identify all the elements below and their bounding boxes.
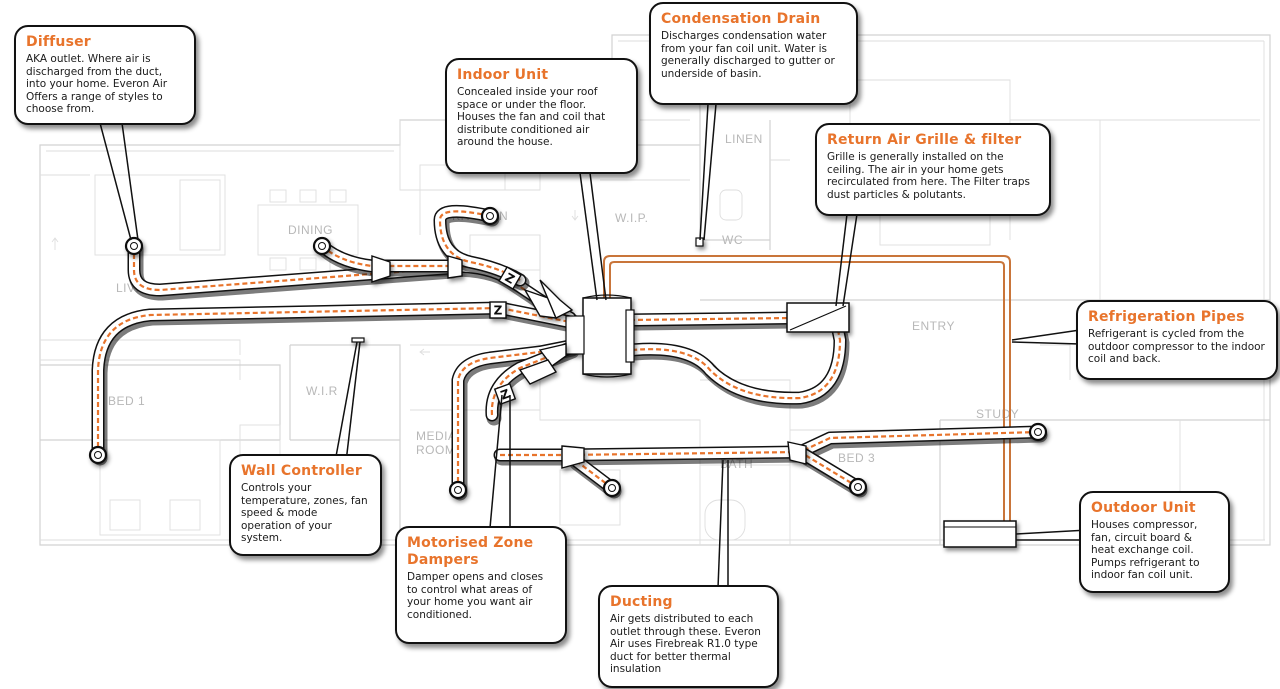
callout-wall-controller: Wall Controller Controls your temperatur… (229, 454, 382, 556)
duct-centerline (631, 329, 842, 400)
diffuser-outlet-core (454, 486, 462, 494)
diffusers (88, 206, 1048, 500)
room-label-wip: W.I.P. (615, 211, 648, 225)
callout-condensation-drain: Condensation Drain Discharges condensati… (649, 2, 858, 105)
diffuser-outlet (448, 480, 468, 500)
diffuser-outlet (848, 477, 868, 497)
callout-title: Diffuser (26, 34, 91, 50)
diffuser-outlet-core (318, 242, 326, 250)
duct-centerline (438, 210, 521, 281)
callout-ducting: Ducting Air gets distributed to each out… (598, 585, 779, 688)
callout-indoor-unit: Indoor Unit Concealed inside your roof s… (445, 58, 638, 174)
zone-dampers: ZZZ (489, 266, 522, 406)
callout-body: Houses compressor, fan, circuit board & … (1091, 519, 1200, 582)
callout-body: Controls your temperature, zones, fan sp… (241, 482, 368, 545)
room-label-media-room: ROOM (416, 443, 455, 457)
duct-collars (371, 255, 807, 469)
diffuser-outlet (312, 236, 332, 256)
diffuser-outlet-core (486, 212, 494, 220)
duct-collar (561, 445, 585, 469)
diffuser-outlet (88, 445, 108, 465)
leader-lines (99, 103, 1089, 589)
callout-title: Return Air Grille & filter (827, 132, 1022, 148)
indoor-unit (565, 294, 635, 378)
callout-body: Grille is generally installed on the cei… (827, 151, 1031, 201)
duct-centerline (132, 246, 451, 292)
room-label-linen: LINEN (725, 132, 763, 146)
duct-centerline (490, 346, 571, 416)
wall-controller (351, 337, 365, 343)
zone-damper: Z (493, 382, 517, 406)
callout-title: Ducting (610, 594, 673, 610)
room-label-media: MEDIA (416, 429, 457, 443)
callout-title: Condensation Drain (661, 11, 821, 27)
callout-title: Outdoor Unit (1091, 500, 1196, 516)
zone-damper: Z (498, 266, 522, 290)
room-label-wir: W.I.R (306, 384, 338, 398)
diffuser-outlet (124, 236, 144, 256)
duct-centerline (799, 430, 1039, 453)
duct-collar (518, 359, 558, 385)
duct-collar (787, 441, 807, 465)
diffuser-outlet-core (608, 484, 616, 492)
diffuser-outlet-core (854, 483, 862, 491)
callout-title: Refrigeration Pipes (1088, 309, 1245, 325)
callout-title: Wall Controller (241, 463, 362, 479)
zone-damper-letter: Z (494, 304, 503, 318)
callout-body: AKA outlet. Where air is discharged from… (26, 53, 168, 116)
refrigeration-pipes (603, 255, 1011, 522)
outdoor-unit (943, 520, 1017, 548)
room-label-study: STUDY (976, 407, 1019, 421)
room-label-entry: ENTRY (912, 319, 955, 333)
callout-body: Discharges condensation water from your … (661, 30, 835, 80)
duct-centerline (456, 344, 571, 490)
diffuser-outlet-core (1034, 428, 1042, 436)
room-label-wc: WC (722, 233, 743, 247)
room-label-bed1: BED 1 (108, 394, 145, 408)
diffuser-outlet (1028, 422, 1048, 442)
callout-body: Refrigerant is cycled from the outdoor c… (1088, 328, 1265, 366)
callout-refrigeration-pipes: Refrigeration Pipes Refrigerant is cycle… (1076, 300, 1278, 380)
callout-body: Concealed inside your roof space or unde… (457, 86, 606, 149)
room-label-dining: DINING (288, 223, 333, 237)
callout-diffuser: Diffuser AKA outlet. Where air is discha… (14, 25, 196, 125)
diffuser-outlet (480, 206, 500, 226)
callout-body: Damper opens and closes to control what … (407, 571, 544, 621)
callout-title: Indoor Unit (457, 67, 549, 83)
zone-damper-body (498, 266, 522, 290)
duct-centerline (629, 316, 791, 322)
room-label-bed3: BED 3 (838, 451, 875, 465)
duct-centerline (96, 306, 571, 455)
callout-body: Air gets distributed to each outlet thro… (610, 613, 761, 676)
duct-collar (447, 255, 463, 279)
diffuser-outlet-core (130, 242, 138, 250)
duct-collar (539, 279, 574, 319)
zone-damper-body (489, 301, 507, 319)
callout-motorised-zone-dampers: Motorised Zone Dampers Damper opens and … (395, 526, 567, 644)
duct-centerline (804, 454, 859, 488)
callout-outdoor-unit: Outdoor Unit Houses compressor, fan, cir… (1079, 491, 1230, 593)
zone-damper: Z (489, 301, 507, 319)
diffuser-outlet (602, 478, 622, 498)
return-air-grille (786, 302, 850, 333)
callout-return-air-grille: Return Air Grille & filter Grille is gen… (815, 123, 1051, 216)
diffuser-outlet-core (94, 451, 102, 459)
callout-title: Motorised Zone Dampers (407, 535, 534, 568)
duct-collar (371, 255, 391, 283)
